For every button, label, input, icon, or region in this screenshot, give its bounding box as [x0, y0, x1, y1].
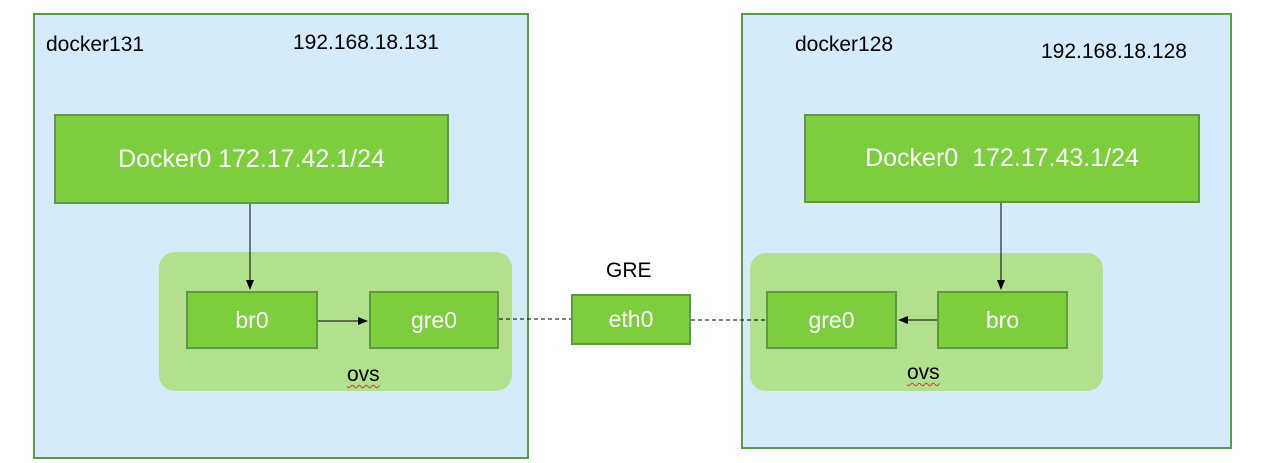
gre0-port-left: gre0 [369, 291, 499, 349]
host-right-name: docker128 [795, 33, 894, 56]
host-left-name: docker131 [46, 33, 145, 56]
ovs-left-label: ovs [347, 363, 380, 386]
host-left-ip: 192.168.18.131 [293, 31, 439, 54]
docker0-bridge-left: Docker0 172.17.42.1/24 [54, 114, 449, 204]
docker0-bridge-right: Docker0 172.17.43.1/24 [804, 114, 1200, 203]
br0-port-left: br0 [186, 291, 318, 349]
gre0-port-right: gre0 [766, 291, 897, 349]
ovs-right-label: ovs [907, 361, 940, 384]
host-right-ip: 192.168.18.128 [1041, 40, 1187, 63]
gre-tunnel-label: GRE [606, 259, 652, 282]
eth0-interface: eth0 [571, 294, 691, 345]
bro-port-right: bro [937, 291, 1068, 349]
